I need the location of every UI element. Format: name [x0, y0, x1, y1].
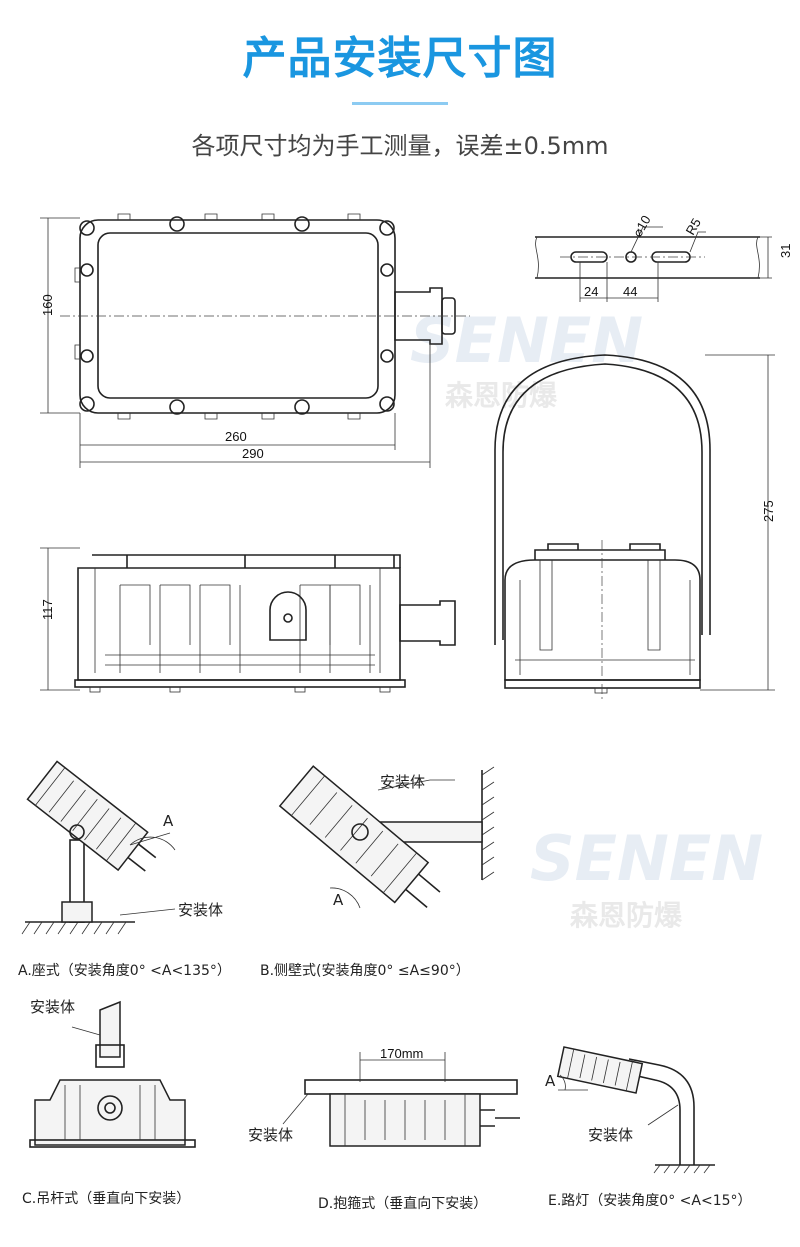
dim-170mm: 170mm	[380, 1046, 423, 1061]
svg-text:SENEN: SENEN	[410, 304, 643, 377]
install-a-seat: A 安装体 A.座式（安装角度0° <A<135°）	[18, 760, 231, 979]
dim-290: 290	[242, 446, 264, 461]
mount-label-d: 安装体	[248, 1126, 293, 1144]
bracket-slot-detail: 24 44 ⌀10 R5 31	[535, 213, 793, 302]
dim-31: 31	[778, 244, 793, 258]
mount-label-b: 安装体	[380, 773, 425, 791]
dim-117: 117	[40, 599, 55, 620]
caption-a: A.座式（安装角度0° <A<135°）	[18, 963, 231, 979]
side-view: 117	[40, 547, 456, 693]
install-c-pendant: 安装体 C.吊杆式（垂直向下安装）	[22, 998, 196, 1207]
install-d-clamp: 170mm 安装体 D.抱箍式（垂直向下安装）	[248, 1046, 520, 1212]
watermark-bottom: SENEN 森恩防爆	[530, 822, 763, 932]
svg-text:森恩防爆: 森恩防爆	[445, 379, 558, 412]
caption-b: B.侧壁式(安装角度0° ≤A≤90°）	[260, 963, 470, 979]
dim-44: 44	[623, 284, 637, 299]
svg-text:SENEN: SENEN	[530, 822, 763, 895]
page-subtitle: 各项尺寸均为手工测量，误差±0.5mm	[191, 132, 609, 160]
angle-label-a: A	[163, 812, 174, 830]
angle-label-b: A	[333, 891, 344, 909]
bolt-icons	[79, 216, 395, 415]
front-view-bracket: 275	[494, 354, 776, 700]
caption-d: D.抱箍式（垂直向下安装）	[318, 1195, 487, 1212]
svg-text:森恩防爆: 森恩防爆	[570, 899, 683, 932]
caption-e: E.路灯（安装角度0° <A<15°）	[548, 1193, 752, 1209]
dim-r5: R5	[683, 216, 704, 238]
install-e-streetlight: A 安装体 E.路灯（安装角度0° <A<15°）	[545, 1046, 752, 1209]
caption-c: C.吊杆式（垂直向下安装）	[22, 1190, 190, 1207]
dim-260: 260	[225, 429, 247, 444]
page-title: 产品安装尺寸图	[242, 33, 558, 84]
mount-label-c: 安装体	[30, 998, 75, 1016]
watermark-top: SENEN 森恩防爆	[410, 304, 643, 412]
dim-hole-dia: ⌀10	[630, 213, 654, 240]
dim-160: 160	[40, 294, 55, 316]
title-divider	[352, 102, 448, 105]
mount-label-a: 安装体	[178, 901, 223, 919]
dim-24: 24	[584, 284, 598, 299]
dim-275: 275	[761, 500, 776, 522]
angle-label-e: A	[545, 1072, 556, 1090]
top-view: 160 260 290	[40, 213, 470, 468]
install-b-wall: 安装体 A B.侧壁式(安装角度0° ≤A≤90°）	[260, 765, 495, 979]
mount-label-e: 安装体	[588, 1126, 633, 1144]
